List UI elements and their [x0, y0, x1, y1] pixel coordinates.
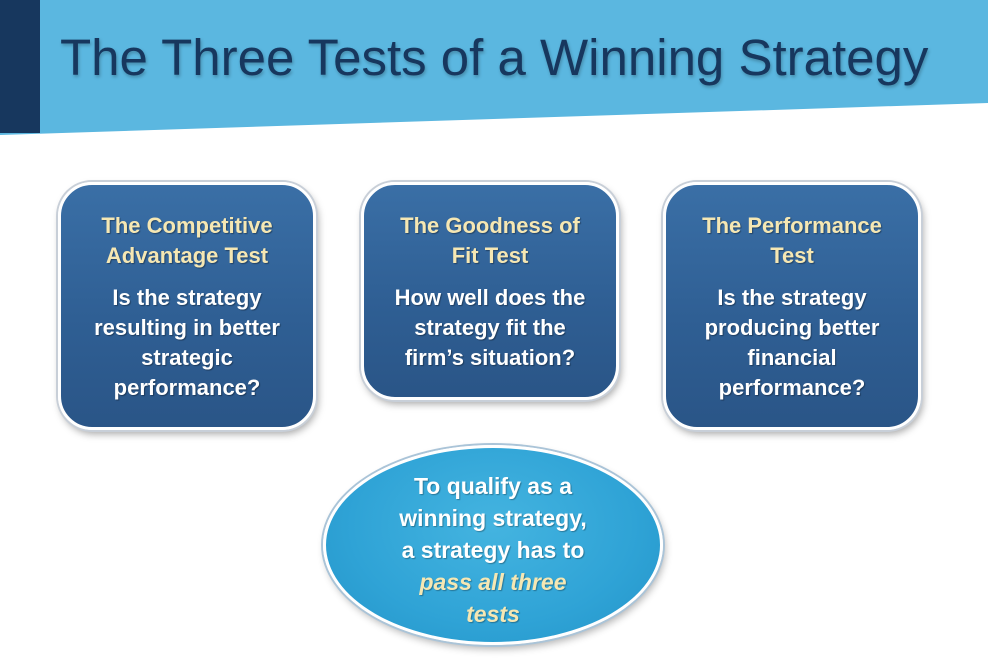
test-question-line: financial — [747, 345, 837, 370]
test-box-goodness-of-fit: The Goodness of Fit Test How well does t… — [361, 182, 619, 400]
test-question-line: strategy fit the — [414, 315, 566, 340]
conclusion-emphasis-line: tests — [466, 601, 520, 627]
test-question-line: strategic — [141, 345, 233, 370]
test-question-line: resulting in better — [94, 315, 280, 340]
conclusion-line: winning strategy, — [399, 505, 587, 531]
test-question-line: firm’s situation? — [404, 345, 576, 370]
test-title: The Performance Test — [666, 211, 918, 271]
test-title-line: Test — [770, 243, 814, 268]
test-question-line: performance? — [718, 375, 866, 400]
test-question: Is the strategy resulting in better stra… — [61, 283, 313, 403]
test-question-line: How well does the — [394, 285, 586, 310]
test-question-line: performance? — [113, 375, 261, 400]
test-title-line: Advantage Test — [105, 243, 269, 268]
test-title-line: The Goodness of — [400, 213, 580, 238]
test-title-line: Fit Test — [451, 243, 529, 268]
conclusion-line: To qualify as a — [413, 473, 573, 499]
test-title-line: The Competitive — [101, 213, 273, 238]
test-question-line: producing better — [704, 315, 880, 340]
conclusion-oval: To qualify as a winning strategy, a stra… — [323, 445, 663, 645]
test-box-competitive-advantage: The Competitive Advantage Test Is the st… — [58, 182, 316, 430]
test-title: The Goodness of Fit Test — [364, 211, 616, 271]
test-box-performance: The Performance Test Is the strategy pro… — [663, 182, 921, 430]
test-question-line: Is the strategy — [112, 285, 262, 310]
test-question: How well does the strategy fit the firm’… — [364, 283, 616, 373]
slide-title: The Three Tests of a Winning Strategy — [60, 29, 929, 86]
conclusion-emphasis-line: pass all three — [419, 569, 567, 595]
test-title: The Competitive Advantage Test — [61, 211, 313, 271]
test-question-line: Is the strategy — [717, 285, 867, 310]
conclusion-line: a strategy has to — [401, 537, 585, 563]
test-title-line: The Performance — [702, 213, 882, 238]
test-question: Is the strategy producing better financi… — [666, 283, 918, 403]
header-band — [0, 0, 988, 140]
